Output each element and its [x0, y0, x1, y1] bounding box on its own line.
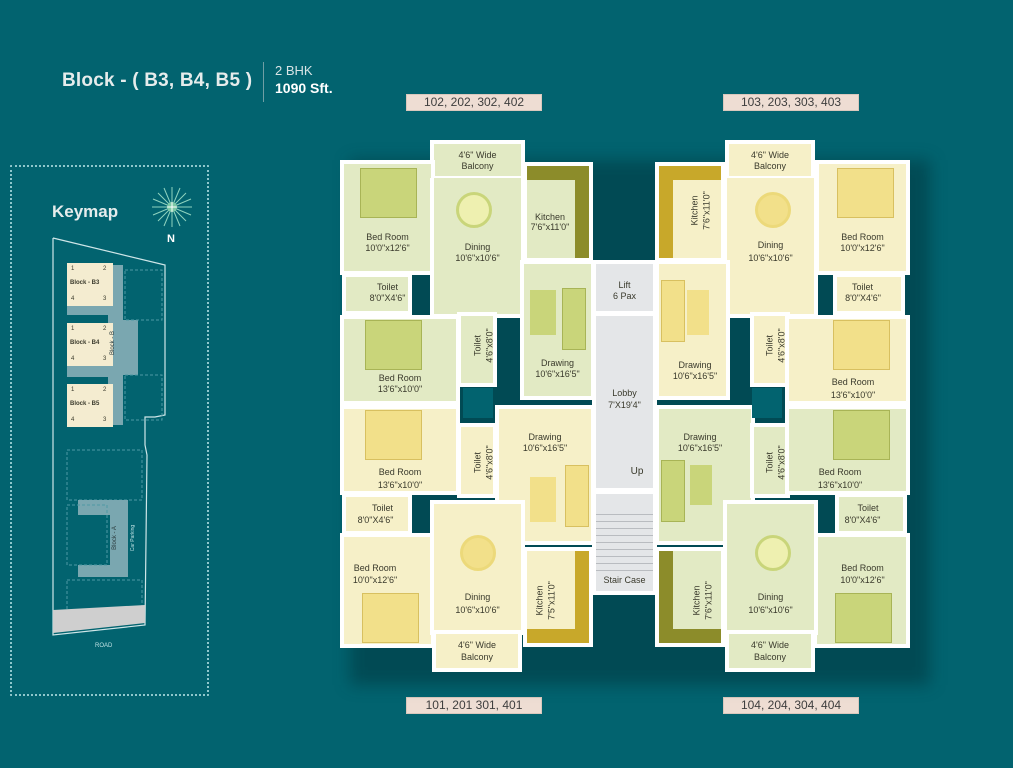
sofa-icon: [565, 465, 589, 527]
floor-plan: 4'6" Wide Balcony Bed Room 10'0"x12'6" D…: [320, 140, 930, 685]
compass-star-icon: [152, 187, 192, 227]
unit-tag-top-right: 103, 203, 303, 403: [723, 94, 859, 111]
sofa-icon: [562, 288, 586, 350]
keymap-frame: [10, 165, 209, 696]
toilet1-tr: [833, 273, 905, 315]
unit-tag-top-left: 102, 202, 302, 402: [406, 94, 542, 111]
site-plan-map: [52, 237, 166, 636]
toilet1-br: [835, 493, 907, 535]
kitchen-counter: [527, 166, 589, 180]
unit-tag-bottom-right: 104, 204, 304, 404: [723, 697, 859, 714]
keymap-road-label: ROAD: [95, 643, 113, 649]
sofa-icon: [661, 460, 685, 522]
sofa-icon: [661, 280, 685, 342]
bed-icon: [365, 320, 422, 370]
bed-icon: [362, 593, 419, 643]
unit-bottom-left[interactable]: Bed Room 13'6"x10'0" Toilet 4'6"x8'0" Dr…: [320, 405, 595, 672]
stair-steps: [596, 508, 653, 573]
toilet1-bl: [342, 493, 412, 535]
balcony-tr: [725, 140, 815, 180]
north-label: N: [167, 233, 175, 245]
block-title: Block - ( B3, B4, B5 ): [62, 70, 253, 91]
balcony-br: [725, 630, 815, 672]
bed-icon: [837, 168, 894, 218]
bed-icon: [833, 410, 890, 460]
light-well-left: [463, 388, 493, 418]
coffee-table-icon: [530, 477, 556, 522]
bhk-label: 2 BHK: [275, 63, 313, 78]
header-divider: [263, 62, 264, 102]
unit-top-left[interactable]: 4'6" Wide Balcony Bed Room 10'0"x12'6" D…: [320, 140, 595, 405]
coffee-table-icon: [530, 290, 556, 335]
keymap-car-parking-label: Car Parking: [130, 524, 137, 552]
keymap-block-b4[interactable]: Block - B4 1 2 4 3: [67, 323, 113, 366]
keymap-block-b3[interactable]: Block - B3 1 2 4 3: [67, 263, 113, 306]
coffee-table-icon: [690, 465, 712, 505]
bed-icon: [835, 593, 892, 643]
bed-icon: [365, 410, 422, 460]
coffee-table-icon: [687, 290, 709, 335]
unit-top-right[interactable]: 4'6" Wide Balcony Kitchen 7'6"x11'0" Din…: [655, 140, 925, 405]
keymap-block-b-label: Block - B: [110, 330, 117, 356]
toilet1-tl: [342, 273, 412, 315]
core: Lift 6 Pax Lobby 7'X19'4" Up Stair Case: [592, 250, 657, 595]
bed-icon: [360, 168, 417, 218]
keymap-block-a-label: Block - A: [111, 526, 118, 550]
balcony-bl: [432, 630, 522, 672]
dining-table-icon: [755, 192, 791, 228]
keymap-title: Keymap: [52, 202, 119, 221]
bed-icon: [833, 320, 890, 370]
light-well-right: [752, 388, 782, 418]
area-label: 1090 Sft.: [275, 80, 333, 96]
keymap-block-b5[interactable]: Block - B5 1 2 4 3: [67, 384, 113, 427]
unit-tag-bottom-left: 101, 201 301, 401: [406, 697, 542, 714]
dining-table-icon: [456, 192, 492, 228]
lift[interactable]: [592, 260, 657, 315]
unit-bottom-right[interactable]: Drawing 10'6"x16'5" Toilet 4'6"x8'0" Bed…: [655, 405, 925, 672]
dining-table-icon: [460, 535, 496, 571]
dining-table-icon: [755, 535, 791, 571]
toilet2-tr: [750, 312, 790, 387]
